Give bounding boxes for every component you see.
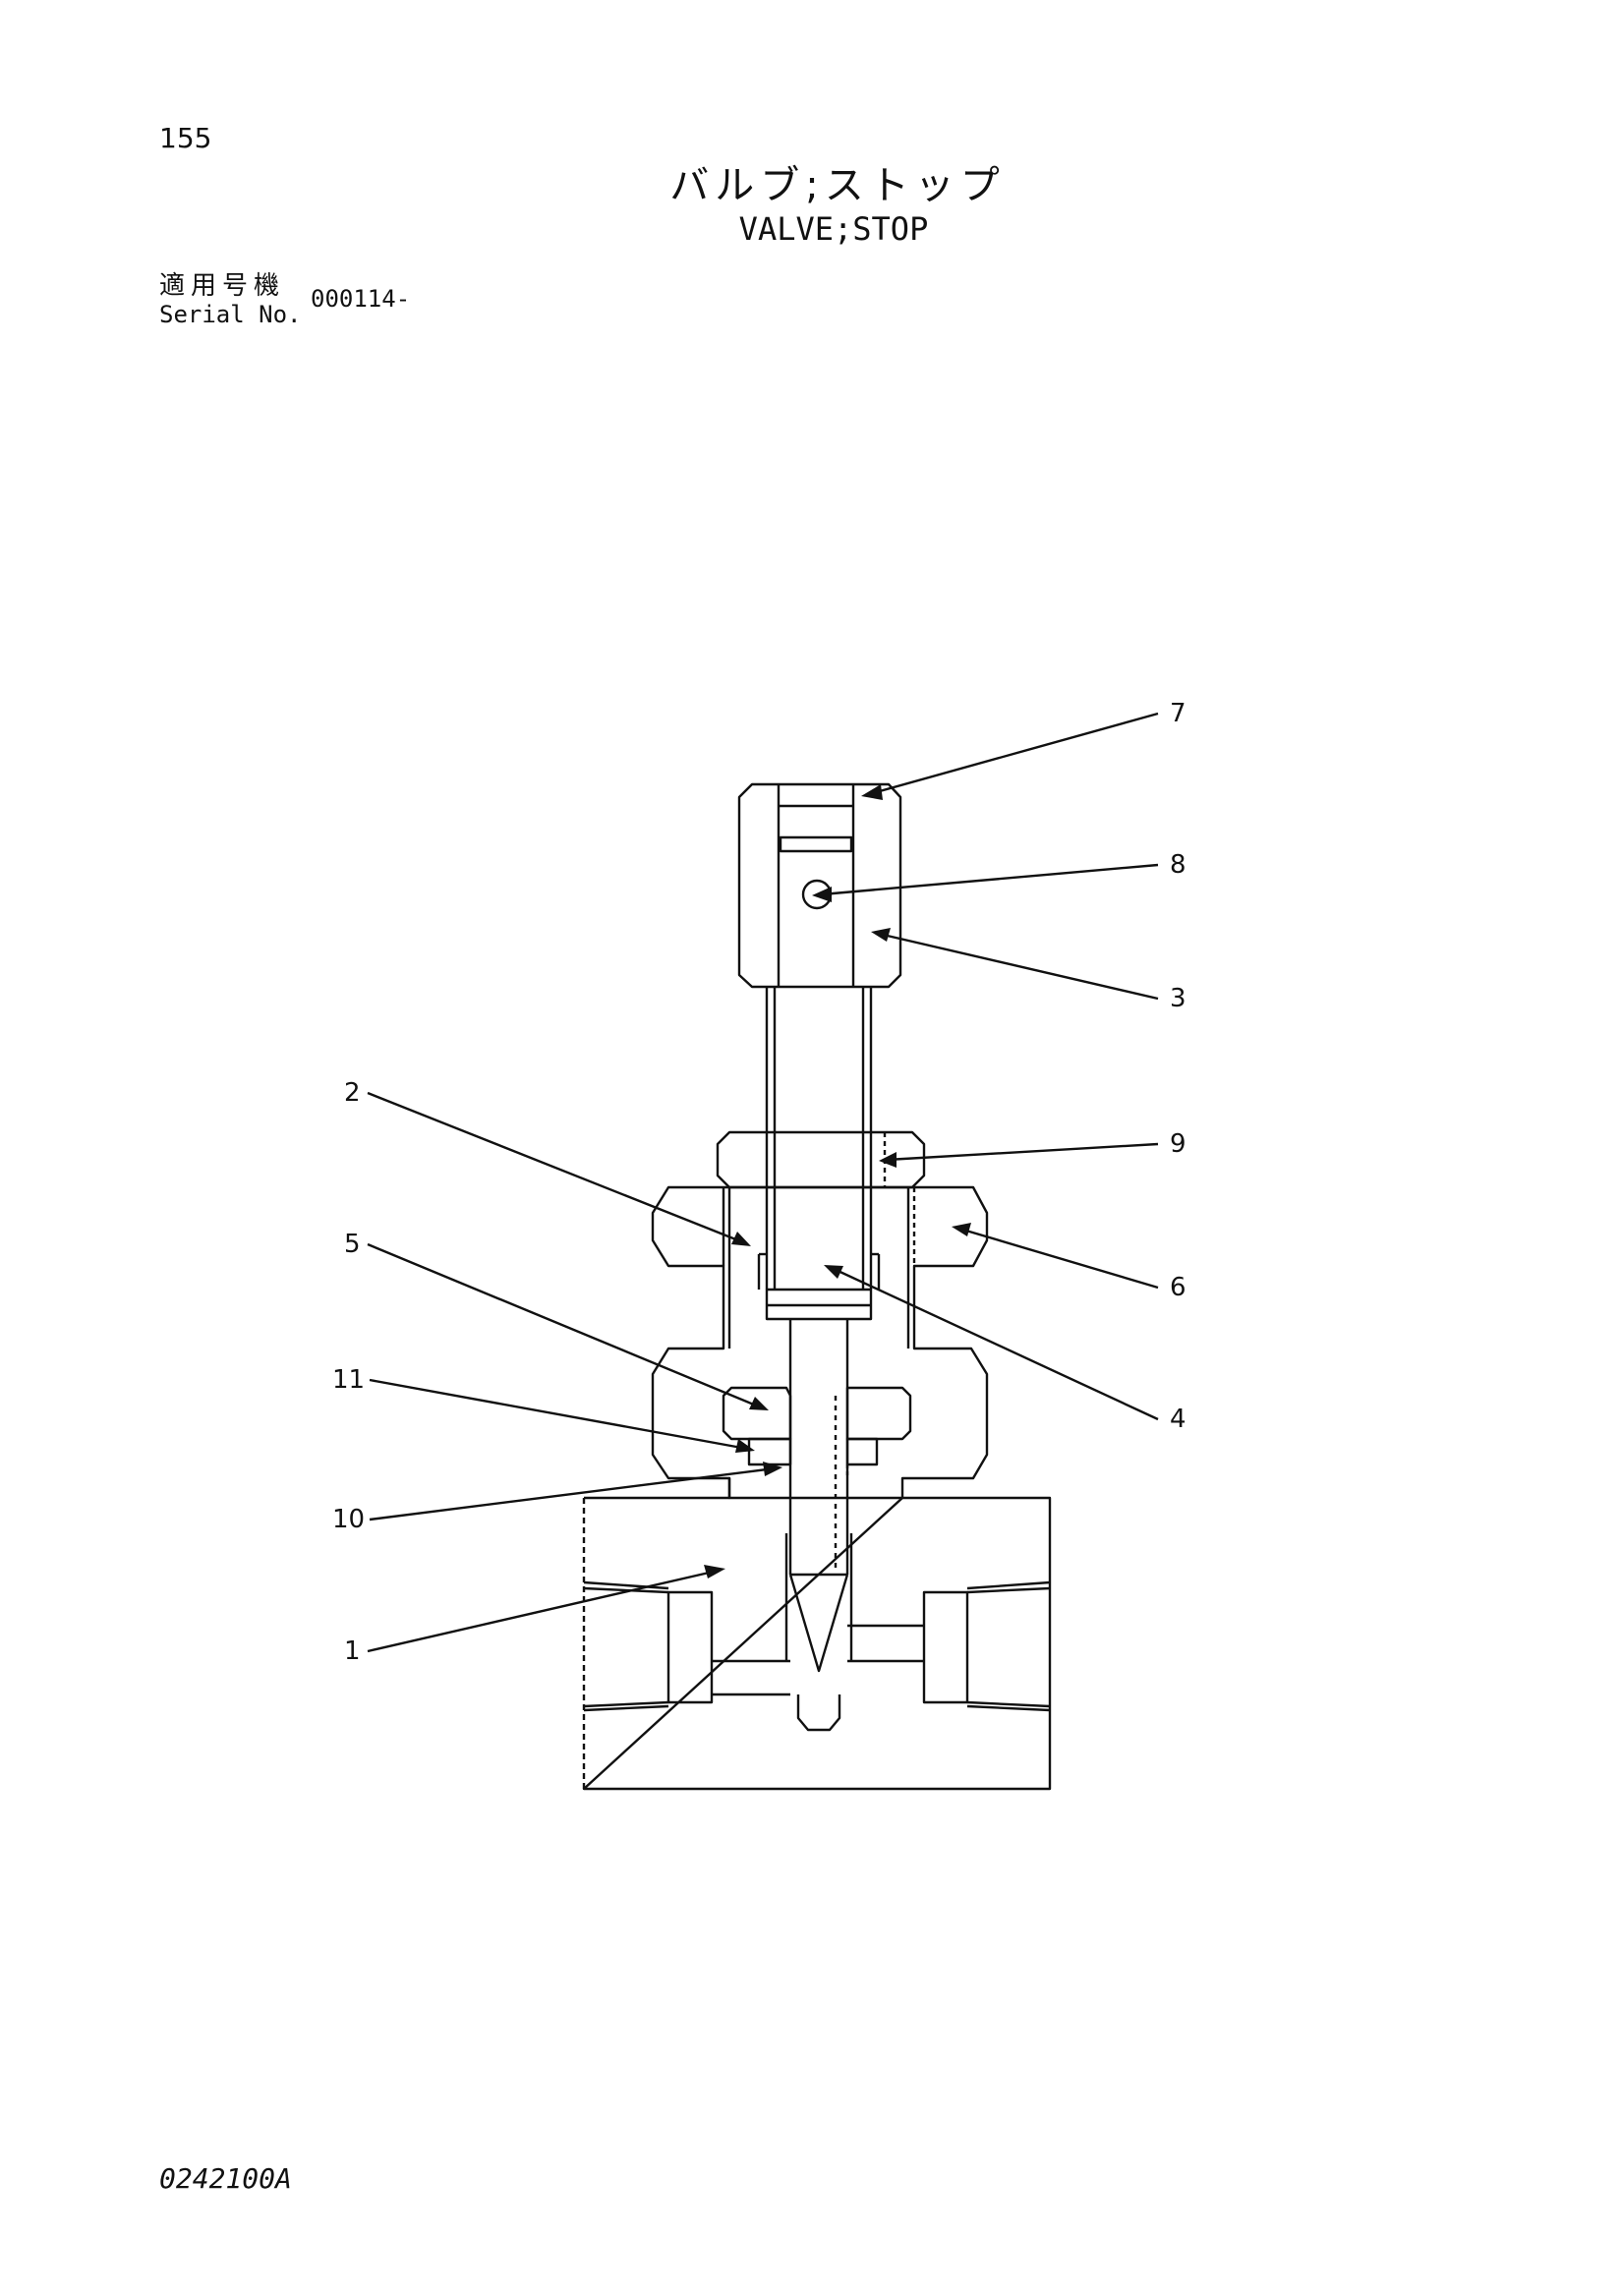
callout-label-6: 6 bbox=[1170, 1273, 1186, 1302]
handle-cap bbox=[737, 782, 902, 989]
callout-6: 6 bbox=[952, 1223, 1186, 1302]
callout-label-2: 2 bbox=[344, 1078, 361, 1108]
title-english: VALVE;STOP bbox=[738, 210, 929, 248]
callout-label-8: 8 bbox=[1170, 850, 1186, 880]
callout-label-4: 4 bbox=[1170, 1405, 1186, 1434]
serial-number-value: 000114- bbox=[311, 285, 411, 313]
callout-5: 5 bbox=[344, 1230, 769, 1410]
serial-label-english: Serial No. bbox=[159, 301, 302, 328]
valve-stem bbox=[765, 987, 873, 1673]
callout-label-5: 5 bbox=[344, 1230, 361, 1259]
callout-3: 3 bbox=[871, 928, 1186, 1013]
bonnet bbox=[651, 1185, 989, 1500]
packing-gland bbox=[722, 1386, 912, 1476]
callout-label-10: 10 bbox=[332, 1505, 365, 1534]
serial-label-japanese: 適用号機 bbox=[159, 271, 286, 301]
callout-10: 10 bbox=[332, 1462, 782, 1534]
callout-9: 9 bbox=[879, 1129, 1186, 1168]
title-japanese: バルブ;ストップ bbox=[669, 163, 1006, 208]
callout-8: 8 bbox=[812, 850, 1186, 902]
valve-body bbox=[582, 1476, 1052, 1791]
callout-label-11: 11 bbox=[332, 1365, 365, 1395]
callout-1: 1 bbox=[344, 1565, 725, 1666]
callout-7: 7 bbox=[861, 699, 1186, 800]
callout-11: 11 bbox=[332, 1365, 755, 1453]
callout-4: 4 bbox=[824, 1265, 1186, 1434]
callout-label-1: 1 bbox=[344, 1636, 361, 1666]
drawing-code: 0242100A bbox=[159, 2162, 292, 2195]
callout-label-7: 7 bbox=[1170, 699, 1186, 728]
callout-2: 2 bbox=[344, 1078, 751, 1246]
page-number: 155 bbox=[159, 122, 212, 154]
callout-label-9: 9 bbox=[1170, 1129, 1186, 1159]
callout-label-3: 3 bbox=[1170, 984, 1186, 1013]
